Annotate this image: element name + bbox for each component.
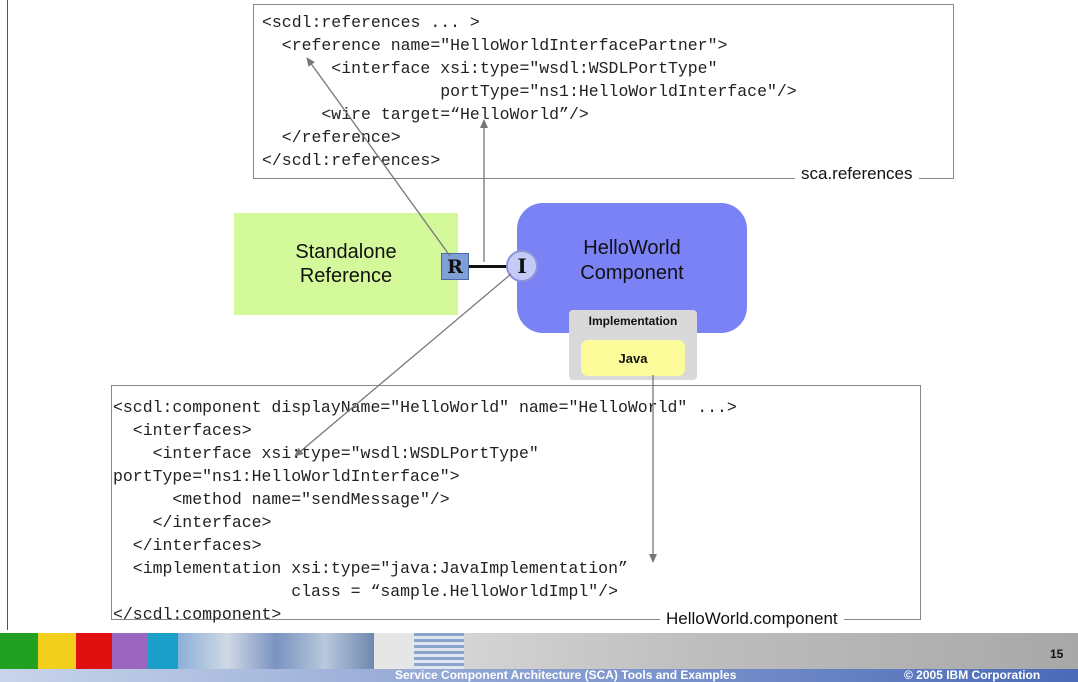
implementation-tab: Implementation Java — [569, 310, 697, 380]
footer-color-block — [38, 633, 76, 669]
code-line: portType="ns1:HelloWorldInterface"> — [113, 467, 460, 486]
component-title: HelloWorld Component — [517, 236, 747, 286]
code-line: <reference name="HelloWorldInterfacePart… — [262, 36, 728, 55]
implementation-label: Implementation — [588, 314, 678, 328]
code-line: </scdl:component> — [113, 605, 282, 624]
footer-photo-strip — [374, 633, 414, 669]
footer-photo-strip — [178, 633, 374, 669]
code-line: <interface xsi:type="wsdl:WSDLPortType" — [262, 59, 718, 78]
component-label-line2: Component — [580, 262, 684, 284]
component-code: <scdl:component displayName="HelloWorld"… — [113, 396, 737, 626]
code-line: <scdl:references ... > — [262, 13, 480, 32]
standalone-label-line1: Standalone — [295, 241, 397, 263]
code-line: </interfaces> — [113, 536, 262, 555]
footer: 15 Service Component Architecture (SCA) … — [0, 633, 1078, 682]
page-number: 15 — [1050, 647, 1064, 661]
java-label: Java — [618, 350, 648, 366]
arrow-reference-to-reference-element — [306, 57, 451, 257]
code-line: </scdl:references> — [262, 151, 441, 170]
component-file-label: HelloWorld.component — [660, 609, 844, 629]
footer-title: Service Component Architecture (SCA) Too… — [395, 668, 737, 682]
footer-title-bar — [0, 669, 1078, 682]
footer-color-block — [112, 633, 148, 669]
footer-grey-bar — [464, 633, 1078, 669]
interface-icon-letter: I — [517, 254, 527, 278]
standalone-label-line2: Reference — [299, 265, 393, 287]
reference-icon: R — [441, 253, 469, 280]
standalone-reference-box: Standalone Reference — [234, 213, 458, 315]
footer-copyright: © 2005 IBM Corporation — [904, 668, 1041, 682]
code-line: <wire target=“HelloWorld”/> — [262, 105, 589, 124]
code-line: portType="ns1:HelloWorldInterface"/> — [262, 82, 797, 101]
code-line: </interface> — [113, 513, 272, 532]
code-line: <interfaces> — [113, 421, 252, 440]
references-file-label: sca.references — [795, 164, 919, 184]
java-implementation-box: Java — [581, 340, 685, 376]
component-code-box — [111, 385, 921, 620]
component-label-line1: HelloWorld — [583, 237, 681, 259]
footer-color-block — [0, 633, 38, 669]
wire-connector — [469, 265, 507, 268]
code-line: <interface xsi:type="wsdl:WSDLPortType" — [113, 444, 539, 463]
arrow-interface-to-interface-element — [294, 273, 512, 457]
code-line: <scdl:component displayName="HelloWorld"… — [113, 398, 737, 417]
code-line: class = “sample.HelloWorldImpl"/> — [113, 582, 618, 601]
footer-color-block — [76, 633, 112, 669]
left-border-rule — [7, 0, 8, 630]
references-code: <scdl:references ... > <reference name="… — [262, 11, 797, 172]
code-line: <implementation xsi:type="java:JavaImple… — [113, 559, 628, 578]
footer-color-block — [148, 633, 178, 669]
footer-photo-strip — [414, 633, 464, 669]
references-code-box — [253, 4, 954, 179]
reference-icon-letter: R — [447, 255, 463, 278]
code-line: </reference> — [262, 128, 401, 147]
interface-icon: I — [506, 250, 538, 282]
code-line: <method name="sendMessage"/> — [113, 490, 450, 509]
